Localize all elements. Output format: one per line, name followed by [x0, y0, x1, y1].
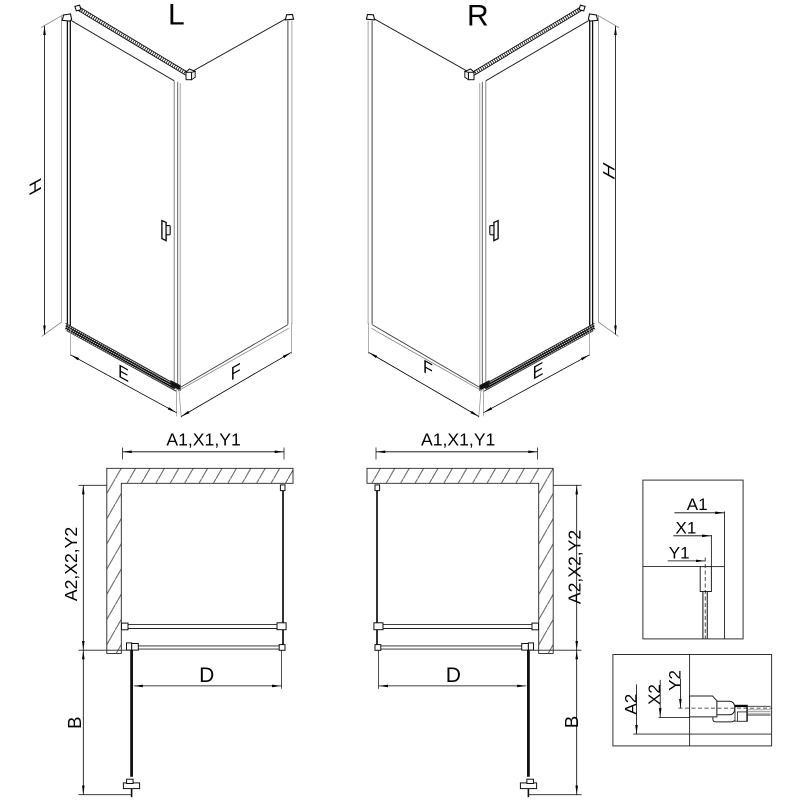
svg-text:X2: X2: [645, 684, 664, 705]
svg-text:Y2: Y2: [665, 670, 684, 691]
svg-text:B: B: [64, 717, 85, 729]
svg-text:E: E: [118, 360, 129, 387]
svg-text:Y1: Y1: [669, 543, 690, 562]
svg-text:X1: X1: [676, 519, 697, 538]
svg-text:A1,X1,Y1: A1,X1,Y1: [166, 430, 240, 450]
svg-text:D: D: [199, 664, 214, 687]
svg-text:R: R: [467, 0, 489, 33]
svg-text:A2,X2,Y2: A2,X2,Y2: [61, 527, 81, 601]
svg-text:A2: A2: [622, 694, 641, 715]
svg-text:B: B: [561, 716, 582, 728]
svg-text:H: H: [601, 159, 619, 183]
svg-text:H: H: [27, 174, 45, 198]
svg-text:F: F: [423, 355, 433, 381]
svg-text:A1: A1: [687, 495, 708, 514]
svg-text:E: E: [533, 357, 544, 384]
svg-text:A1,X1,Y1: A1,X1,Y1: [421, 430, 495, 450]
svg-text:D: D: [446, 664, 461, 687]
svg-text:A2,X2,Y2: A2,X2,Y2: [565, 530, 585, 604]
svg-text:F: F: [231, 358, 241, 384]
svg-text:L: L: [168, 0, 185, 32]
